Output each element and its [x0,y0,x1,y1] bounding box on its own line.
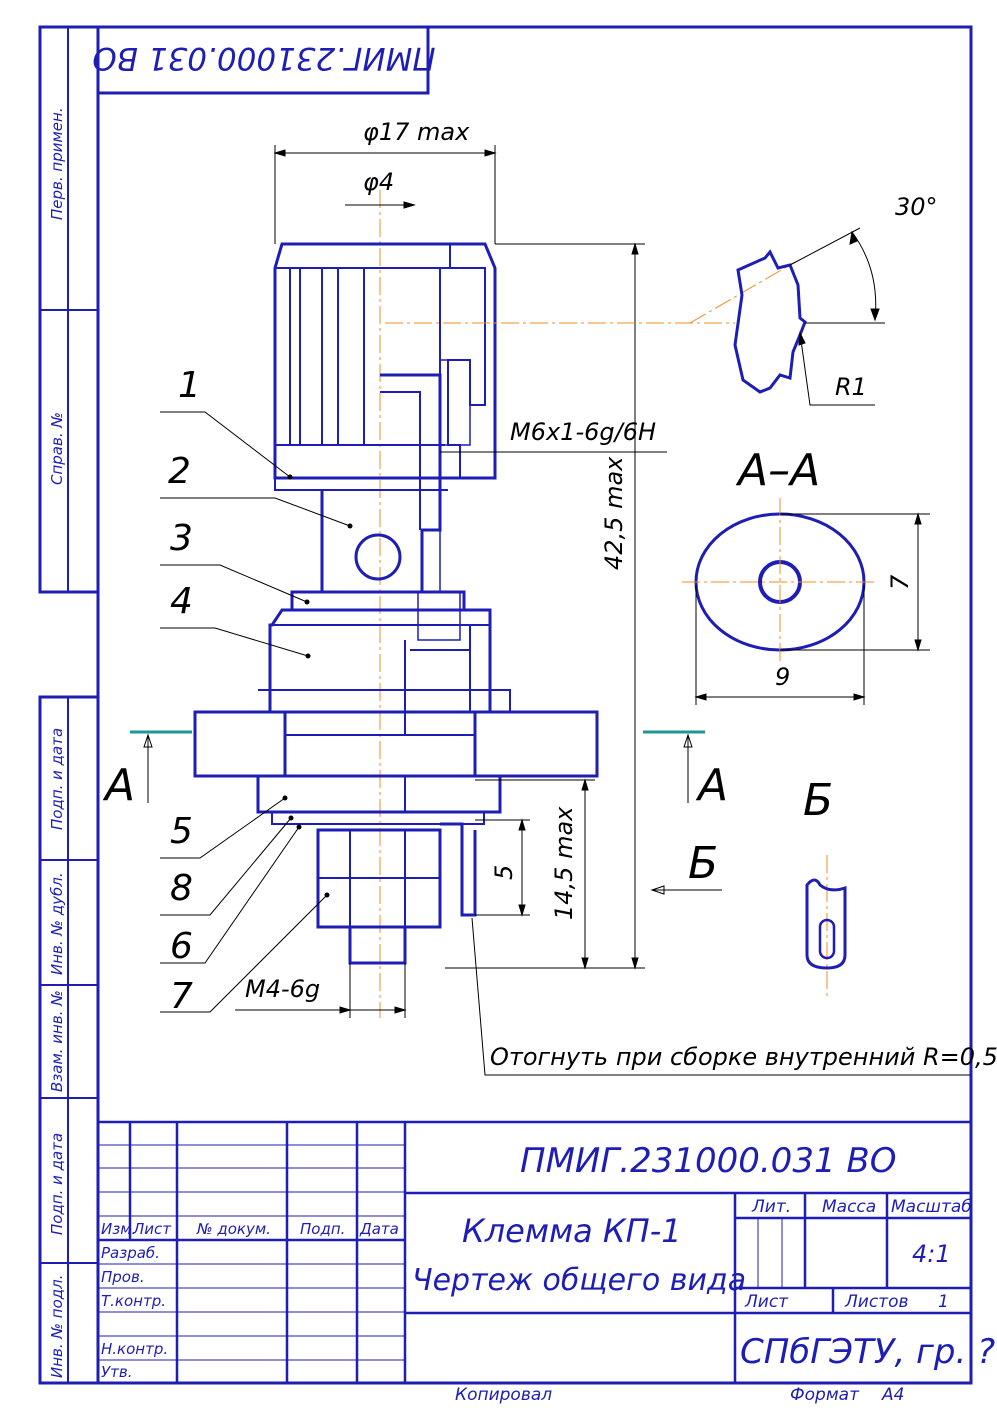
row-utv: Утв. [101,1363,133,1381]
title-block-code: ПМИГ.231000.031 ВО [520,1141,896,1181]
header-lit: Лит. [751,1197,791,1217]
sheet-frame [38,25,973,1385]
nut-part-5 [256,774,502,825]
header-izm: Изм. [101,1220,136,1238]
assembly-main-view: 1 2 3 4 5 8 6 7 φ17 max [102,118,997,1076]
position-1: 1 [178,365,201,406]
dim-angle: 30° [895,193,938,221]
header-data: Дата [359,1220,399,1238]
position-7: 7 [170,976,193,1017]
dim-d4: φ4 [363,168,394,196]
copied-label: Копировал [455,1385,552,1405]
dimension-lines [235,145,970,1076]
knurl-detail-view: 30° R1 [385,193,938,406]
row-razrab: Разраб. [101,1244,160,1262]
header-list: Лист [132,1220,172,1238]
side-label-inv-podl: Инв. № подл. [48,1275,66,1378]
header-masshtab: Масштаб [891,1197,972,1217]
sheets-count: 1 [938,1292,949,1312]
scale-value: 4:1 [912,1240,951,1268]
row-tkontr: Т.контр. [101,1292,166,1310]
header-doc-no: № докум. [196,1220,271,1238]
bushing-part-3-4 [258,590,511,735]
view-arrow-label-b: Б [688,838,718,889]
position-4: 4 [170,581,193,622]
side-label-inv-dubl: Инв. № дубл. [48,872,66,975]
position-2: 2 [168,451,191,492]
header-massa: Масса [822,1197,876,1217]
view-title-b: Б [803,775,833,826]
dim-h5: 5 [490,865,518,880]
row-prov: Пров. [101,1268,145,1286]
sheets-label: Листов [844,1292,909,1312]
side-label-perv-primen: Перв. примен. [48,107,66,220]
position-3: 3 [170,518,193,559]
position-6: 6 [170,926,193,967]
sheet-label: Лист [744,1292,789,1312]
dim-thread-m4: M4-6g [245,975,320,1003]
organization: СПбГЭТУ, гр. ? [740,1332,995,1372]
title-block-name-line1: Клемма КП-1 [462,1212,682,1250]
side-label-vzam-inv: Взам. инв. № [48,990,66,1092]
dim-h425: 42,5 max [600,456,628,570]
dim-h145: 14,5 max [550,806,578,920]
knob-part-1 [273,242,497,491]
section-label-a-right: А [695,760,728,811]
side-label-podp-data-1: Подп. и дата [48,728,66,830]
stem-part-2 [320,373,442,593]
upside-down-code: ПМИГ.231000.031 ВО [92,40,435,76]
view-b-lug [805,855,847,1000]
section-marker-a [130,730,722,895]
dim-w9: 9 [775,663,790,691]
dim-thread-m6: M6x1-6g/6H [510,418,656,446]
lug-part-6 [440,822,477,917]
dim-d17: φ17 max [363,118,470,146]
dim-radius: R1 [835,373,867,401]
format-value: А4 [881,1385,904,1405]
position-8: 8 [170,868,193,909]
section-label-a-left: А [102,760,135,811]
side-label-sprav-no: Справ. № [48,412,66,485]
section-a-a-view: 7 9 [682,498,930,705]
header-podp: Подп. [300,1220,345,1238]
title-block-name-line2: Чертеж общего вида [412,1263,746,1298]
assembly-note: Отогнуть при сборке внутренний R=0,5 [490,1043,997,1071]
row-nkontr: Н.контр. [101,1340,168,1358]
leader-lines [160,411,351,1013]
panel-wall [193,710,599,778]
position-5: 5 [170,811,193,852]
screw-part-7 [316,828,442,965]
format-label: Формат [790,1385,860,1405]
dim-h7: 7 [886,574,914,590]
title-block: ПМИГ.231000.031 ВО Клемма КП-1 Чертеж об… [98,1120,995,1405]
side-label-podp-data-2: Подп. и дата [48,1133,66,1235]
section-title-a-a: А–А [735,445,820,496]
